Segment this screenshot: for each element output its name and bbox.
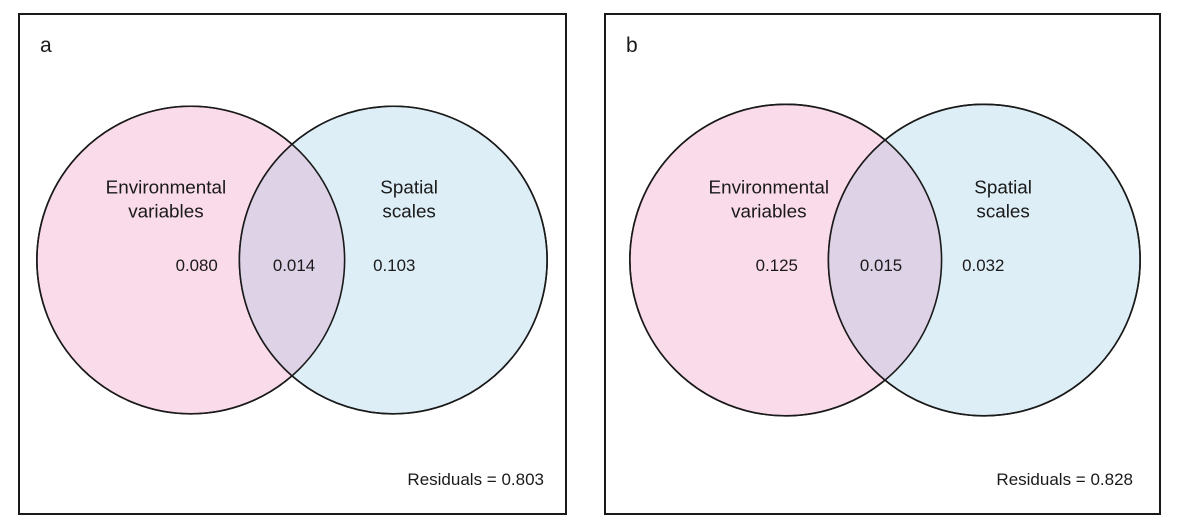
circle-spatial-outline-b <box>827 103 1141 417</box>
panel-b: b Environmental variables Spatial scales… <box>604 13 1161 515</box>
overlap-region-a <box>239 106 345 414</box>
label-environmental-variables-a-line1: Environmental <box>106 177 226 198</box>
value-shared-a: 0.014 <box>273 256 315 275</box>
label-environmental-variables-b-line2: variables <box>731 200 806 221</box>
panel-a: a Environmental variables Spatial <box>18 13 567 515</box>
label-spatial-scales-b-line2: scales <box>976 200 1029 221</box>
venn-diagram-b: Environmental variables Spatial scales 0… <box>629 103 1141 417</box>
residuals-text-a: Residuals = 0.803 <box>407 470 544 489</box>
label-spatial-scales-a-line1: Spatial <box>380 177 438 198</box>
circle-environmental-outline-b <box>629 103 943 417</box>
venn-diagram-a: Environmental variables Spatial scales 0… <box>36 105 548 415</box>
residuals-text-b: Residuals = 0.828 <box>996 470 1133 489</box>
panel-b-label: b <box>626 34 638 57</box>
overlap-region-b <box>828 104 942 416</box>
label-spatial-scales-b-line1: Spatial <box>974 177 1032 198</box>
label-environmental-variables-a-line2: variables <box>128 200 203 221</box>
label-environmental-variables-b-line1: Environmental <box>709 177 830 198</box>
circle-environmental-outline-a <box>36 105 346 415</box>
value-environmental-unique-a: 0.080 <box>176 256 218 275</box>
circle-spatial-outline-a <box>238 105 548 415</box>
value-spatial-unique-a: 0.103 <box>373 256 415 275</box>
panel-a-label: a <box>40 34 52 57</box>
label-spatial-scales-a-line2: scales <box>382 200 435 221</box>
value-environmental-unique-b: 0.125 <box>756 256 798 275</box>
value-shared-b: 0.015 <box>860 256 902 275</box>
value-spatial-unique-b: 0.032 <box>962 256 1004 275</box>
